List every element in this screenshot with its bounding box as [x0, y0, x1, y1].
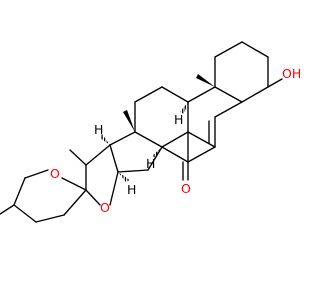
carbonyl-oxygen-label: O: [181, 181, 191, 196]
stereo-hydrogens: [100, 102, 188, 182]
ring-c: [134, 86, 189, 163]
hydroxyl-label: OH: [282, 66, 300, 81]
ring-e: [85, 144, 119, 206]
ring-e-oxygen-label: O: [100, 200, 110, 215]
stereo-h-2: H: [146, 156, 155, 171]
methyl-groups: [0, 74, 215, 215]
ring-f-oxygen-label: O: [50, 166, 60, 181]
stereo-h-4: H: [127, 182, 136, 197]
molecule-structure: OH O O O H H H H: [0, 41, 300, 223]
ring-a: [214, 41, 283, 103]
ring-f: [13, 169, 87, 223]
stereo-h-3: H: [94, 122, 103, 137]
ring-b: [182, 86, 243, 181]
stereo-h-1: H: [174, 112, 183, 127]
